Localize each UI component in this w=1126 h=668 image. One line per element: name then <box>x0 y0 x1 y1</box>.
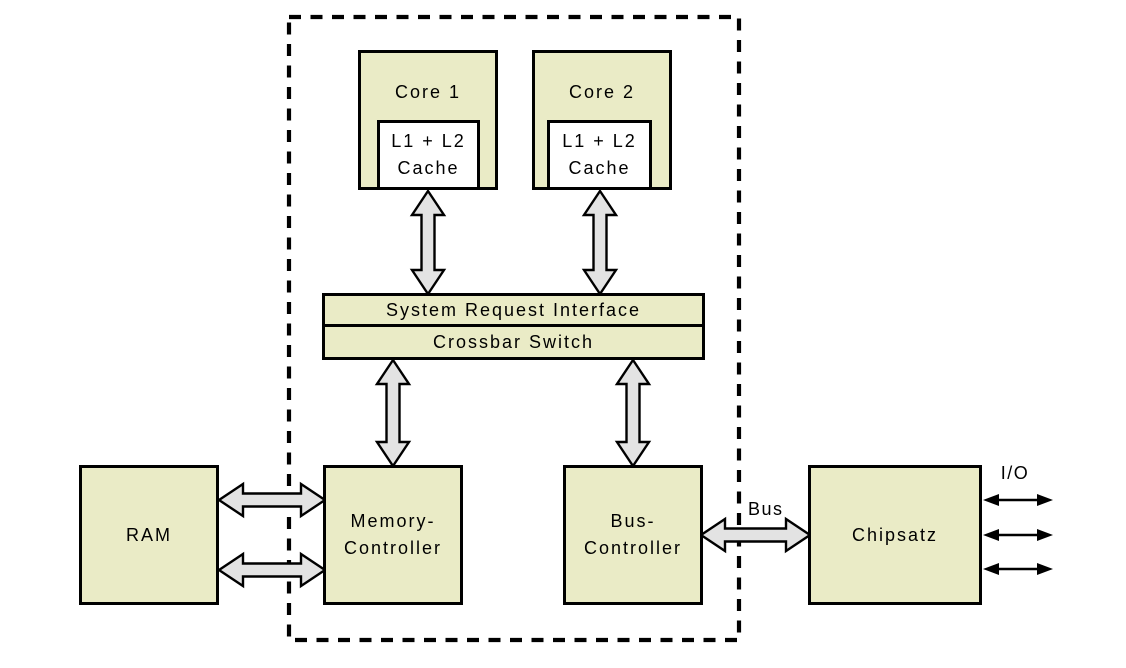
cache-1-line2: Cache <box>397 158 460 178</box>
ram-label: RAM <box>126 524 172 545</box>
bus-controller-line2: Controller <box>583 538 683 558</box>
block-cache-2: L1 + L2 Cache <box>547 120 652 190</box>
arrow-cache1-sri-icon <box>409 188 447 297</box>
block-chipset: Chipsatz <box>808 465 982 605</box>
memory-controller-line1: Memory- <box>350 511 436 531</box>
bus-label: Bus <box>748 499 784 519</box>
arrow-crossbar-memory-icon <box>374 357 412 469</box>
arrow-bus-chipset-icon <box>698 516 813 554</box>
cpu-die-boundary-icon <box>286 14 742 643</box>
chipset-label: Chipsatz <box>851 524 939 545</box>
arrow-crossbar-bus-icon <box>614 357 652 469</box>
arrow-io-3-icon <box>983 563 1053 575</box>
cache-2-line1: L1 + L2 <box>562 131 637 151</box>
block-cache-1: L1 + L2 Cache <box>377 120 480 190</box>
block-bus-controller: Bus- Controller <box>563 465 703 605</box>
arrow-io-1-icon <box>983 494 1053 506</box>
memory-controller-line2: Controller <box>343 538 443 558</box>
block-ram: RAM <box>79 465 219 605</box>
cache-2-line2: Cache <box>568 158 631 178</box>
io-label: I/O <box>1000 463 1030 483</box>
block-system-request-interface: System Request Interface <box>322 293 705 327</box>
arrow-ram-memory-upper-icon <box>216 481 328 519</box>
arrow-io-2-icon <box>983 529 1053 541</box>
block-memory-controller: Memory- Controller <box>323 465 463 605</box>
arrow-cache2-sri-icon <box>581 188 619 297</box>
sri-label: System Request Interface <box>385 299 642 320</box>
crossbar-label: Crossbar Switch <box>432 331 595 352</box>
arrow-ram-memory-lower-icon <box>216 551 328 589</box>
cache-1-line1: L1 + L2 <box>391 131 466 151</box>
core-2-label: Core 2 <box>568 82 636 102</box>
bus-controller-line1: Bus- <box>610 511 656 531</box>
core-1-label: Core 1 <box>394 82 462 102</box>
block-crossbar-switch: Crossbar Switch <box>322 324 705 360</box>
